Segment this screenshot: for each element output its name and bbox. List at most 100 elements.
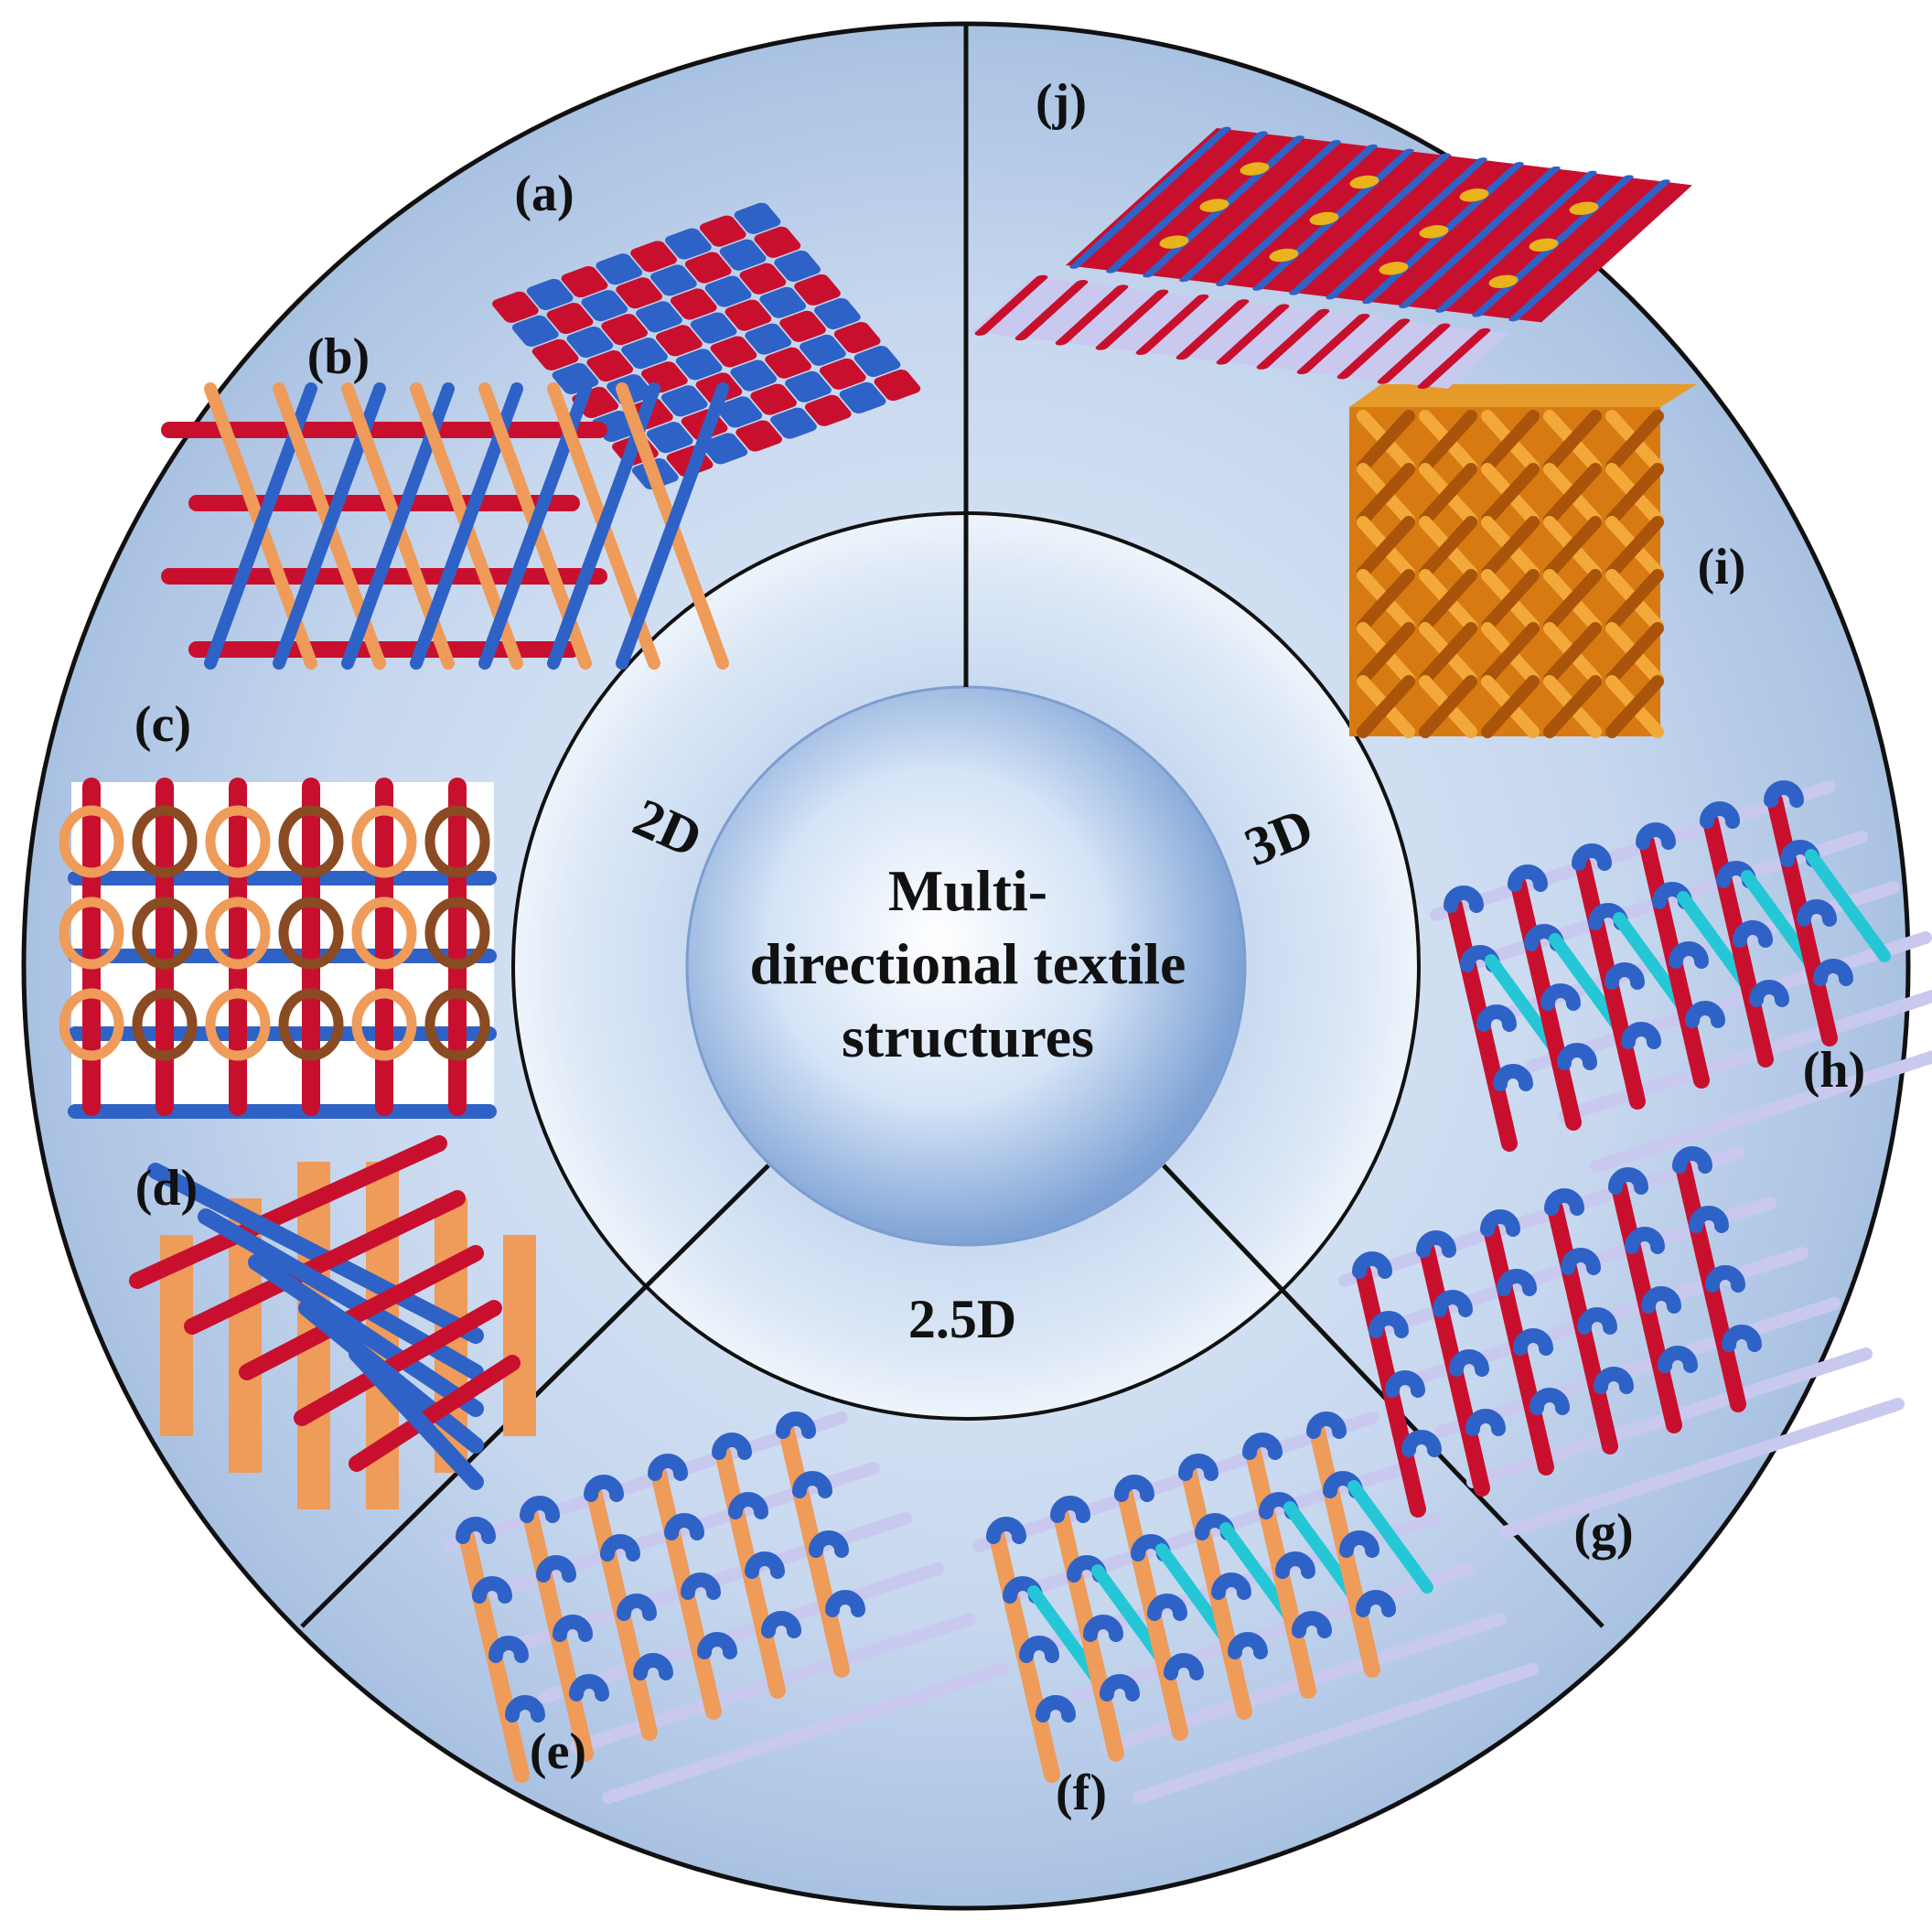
binder-loop (1465, 1409, 1506, 1436)
weave-cell (561, 266, 608, 298)
weft-yarn (1430, 780, 1836, 921)
binder-loop (1444, 886, 1484, 913)
braid-strand (1481, 622, 1540, 685)
panel-label-a: (a) (514, 166, 574, 222)
panel-c-knit-illustration (59, 778, 497, 1119)
weave-cell (704, 275, 752, 307)
binder-loop (1508, 864, 1548, 892)
knit-loop (59, 988, 124, 1061)
layer-yarn (1175, 299, 1250, 360)
braid-yarn (239, 1245, 484, 1380)
panel-i-3d-braid-illustration (1349, 384, 1697, 738)
braid-strand (1605, 675, 1664, 738)
layer-yarn (1069, 126, 1231, 269)
diagonal-yarn (616, 382, 729, 670)
weft-yarn (1068, 1562, 1475, 1703)
binder-loop (664, 1513, 704, 1540)
weave-cell (735, 420, 783, 452)
binder-loop (600, 1534, 640, 1562)
weft-yarn (1132, 1663, 1539, 1804)
knit-loop (351, 896, 417, 970)
stitch-point (1379, 262, 1409, 275)
binder-loop (1164, 1653, 1204, 1680)
weave-cell (833, 321, 881, 353)
binder-loop (536, 1555, 576, 1583)
weft-yarn (538, 1562, 944, 1703)
weave-cell (730, 360, 778, 392)
layer-yarn (1106, 131, 1268, 274)
knit-loop (132, 988, 198, 1061)
binder-loop (1636, 822, 1676, 850)
braid-strand (1357, 675, 1415, 738)
panel-label-j: (j) (1036, 74, 1087, 131)
binder-loop (1401, 1430, 1442, 1457)
binder-loop (1561, 1248, 1601, 1275)
weave-cell (710, 336, 757, 368)
binder-loop (1050, 1496, 1090, 1523)
braid-strand (1605, 410, 1664, 473)
knit-loop (424, 988, 490, 1061)
binder-loop (1433, 1290, 1473, 1317)
braid-strand (1419, 675, 1477, 738)
binder-loop (472, 1576, 512, 1604)
binder-loop (1577, 1307, 1617, 1335)
knit-loop (205, 805, 271, 878)
braid-strand (1419, 463, 1477, 526)
braid-yarn (294, 1300, 502, 1426)
stitch-point (1459, 188, 1489, 202)
divider-lower-right (1162, 1164, 1605, 1628)
weave-cell (759, 286, 807, 318)
weave-cell (853, 346, 901, 378)
binder-loop (1019, 1636, 1059, 1663)
weave-cell (646, 422, 693, 454)
binder-loop (1368, 1311, 1409, 1338)
binder-loop (1083, 1615, 1123, 1642)
panel-j-stitched-layers-illustration (971, 126, 1692, 390)
weave-cell (546, 302, 594, 334)
layer-yarn (1216, 304, 1290, 365)
binder-loop (1242, 1433, 1283, 1460)
braid-strand (1543, 410, 1602, 473)
binder-loop (1572, 843, 1612, 871)
layer-yarn (1326, 157, 1487, 300)
layer-yarn (1256, 308, 1330, 370)
weave-cell (814, 297, 861, 329)
top-layer (1065, 128, 1692, 323)
weave-cell (636, 301, 682, 333)
axial-yarn (503, 1235, 536, 1436)
stitch-point (1419, 225, 1449, 239)
binder-loop (488, 1636, 529, 1663)
layer-yarn (1296, 313, 1370, 375)
weave-cell (621, 338, 668, 370)
layer-yarn (974, 274, 1048, 336)
knit-loop (351, 805, 417, 878)
panel-label-h: (h) (1803, 1042, 1865, 1099)
binder-loop (776, 1411, 816, 1439)
weft-yarn (1590, 1050, 1932, 1173)
braid-strand (1481, 463, 1540, 526)
weave-cell (492, 291, 539, 323)
braid-strand (1543, 516, 1602, 579)
binder-loop (1352, 1251, 1392, 1279)
layer-yarn (1508, 179, 1670, 322)
braid-strand (1357, 622, 1415, 685)
binder-loop (569, 1674, 609, 1701)
sector-label-2-5d: 2.5D (908, 1289, 1016, 1349)
weave-cell (630, 241, 677, 273)
braid-yarn (349, 1346, 484, 1490)
weft-yarn (442, 1411, 848, 1552)
binder-loop (505, 1695, 545, 1723)
binder-loop (1608, 1167, 1648, 1195)
panel-label-d: (d) (135, 1160, 198, 1217)
weave-cell (616, 277, 662, 309)
binder-loop (1672, 1146, 1712, 1174)
binder-loop (1493, 1064, 1533, 1091)
binder-loop (1813, 959, 1853, 986)
weave-cell (699, 215, 746, 247)
braid-yarn (298, 1300, 484, 1454)
binder-loop (697, 1632, 737, 1659)
weft-yarn (1526, 931, 1932, 1072)
weave-cell (770, 407, 817, 439)
binder-loop (633, 1653, 673, 1680)
